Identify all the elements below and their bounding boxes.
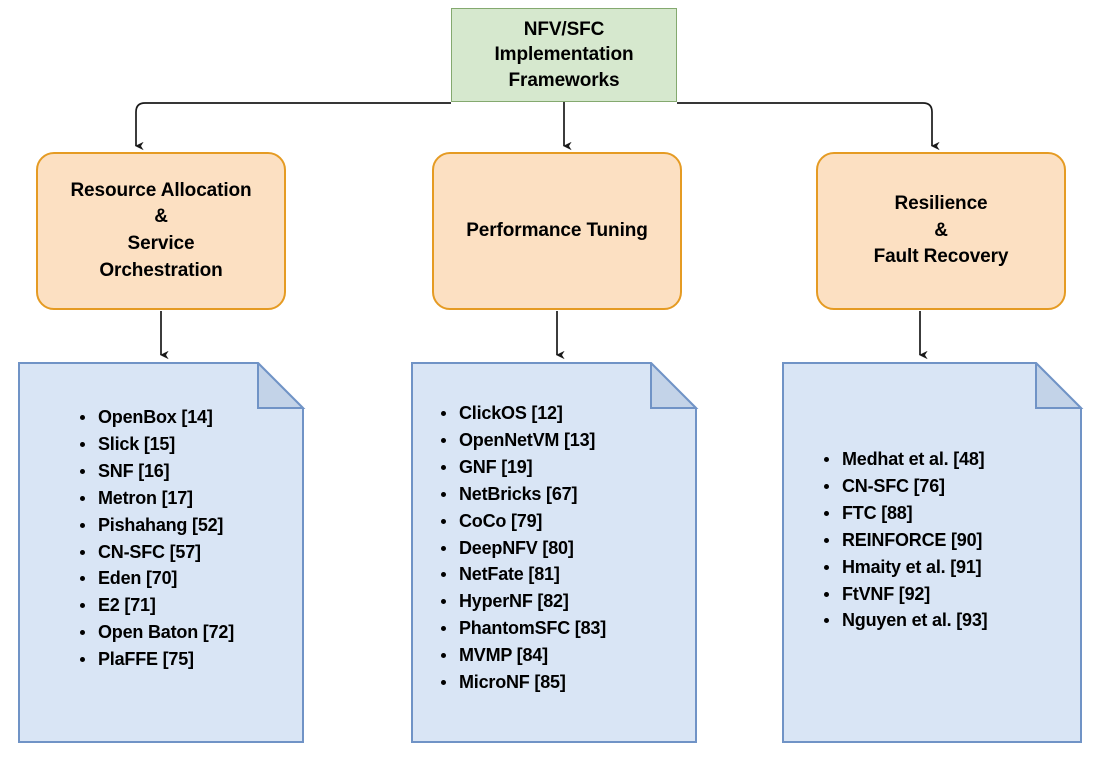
list-item: Slick [15] (78, 431, 310, 458)
category-line: Service (127, 233, 195, 254)
list-item: Eden [70] (78, 565, 310, 592)
list-item: DeepNFV [80] (439, 535, 696, 562)
list-item: ClickOS [12] (439, 400, 696, 427)
category-line: Performance Tuning (466, 219, 648, 241)
node-root[interactable]: NFV/SFC Implementation Frameworks (451, 8, 677, 102)
edge-root-to-resilience (677, 102, 940, 151)
list-item: Medhat et al. [48] (822, 446, 1072, 473)
framework-list: ClickOS [12] OpenNetVM [13] GNF [19] Net… (439, 400, 696, 696)
category-line: Resource Allocation (70, 179, 252, 201)
list-item: PlaFFE [75] (78, 646, 310, 673)
category-line: Resilience (894, 193, 988, 215)
category-line: & (934, 219, 948, 241)
list-item: NetBricks [67] (439, 481, 696, 508)
framework-list: OpenBox [14] Slick [15] SNF [16] Metron … (78, 404, 310, 673)
list-item: FTC [88] (822, 500, 1072, 527)
list-item: MicroNF [85] (439, 669, 696, 696)
list-item: Pishahang [52] (78, 512, 310, 539)
document-shape-icon (782, 362, 1084, 743)
root-line-1: NFV/SFC (523, 19, 605, 41)
list-item: GNF [19] (439, 454, 696, 481)
document-content: ClickOS [12] OpenNetVM [13] GNF [19] Net… (411, 362, 708, 743)
document-content: Medhat et al. [48] CN-SFC [76] FTC [88] … (782, 362, 1084, 743)
list-item: NetFate [81] (439, 561, 696, 588)
document-content: OpenBox [14] Slick [15] SNF [16] Metron … (18, 362, 322, 743)
list-item: HyperNF [82] (439, 588, 696, 615)
list-item: CN-SFC [57] (78, 539, 310, 566)
list-item: MVMP [84] (439, 642, 696, 669)
node-category-resilience[interactable]: Resilience & Fault Recovery (816, 152, 1066, 310)
root-line-2: Implementation (494, 44, 634, 66)
list-item: CoCo [79] (439, 508, 696, 535)
list-item: Open Baton [72] (78, 619, 310, 646)
edge-root-to-resource-allocation (134, 102, 451, 151)
list-item: REINFORCE [90] (822, 527, 1072, 554)
category-line: Orchestration (99, 259, 223, 281)
list-item: Nguyen et al. [93] (822, 607, 1072, 634)
node-document-resource-allocation[interactable]: OpenBox [14] Slick [15] SNF [16] Metron … (18, 362, 322, 743)
list-item: E2 [71] (78, 592, 310, 619)
document-shape-icon (18, 362, 306, 743)
list-item: Hmaity et al. [91] (822, 554, 1072, 581)
list-item: SNF [16] (78, 458, 310, 485)
category-line: Fault Recovery (873, 246, 1009, 268)
list-item: OpenBox [14] (78, 404, 310, 431)
list-item: Metron [17] (78, 485, 310, 512)
node-category-performance-tuning[interactable]: Performance Tuning (432, 152, 682, 310)
node-document-performance-tuning[interactable]: ClickOS [12] OpenNetVM [13] GNF [19] Net… (411, 362, 708, 743)
list-item: OpenNetVM [13] (439, 427, 696, 454)
list-item: FtVNF [92] (822, 581, 1072, 608)
category-line: & (154, 206, 168, 228)
framework-list: Medhat et al. [48] CN-SFC [76] FTC [88] … (822, 446, 1072, 634)
root-line-3: Frameworks (508, 69, 620, 91)
node-category-resource-allocation[interactable]: Resource Allocation & Service Orchestrat… (36, 152, 286, 310)
node-document-resilience[interactable]: Medhat et al. [48] CN-SFC [76] FTC [88] … (782, 362, 1084, 743)
document-shape-icon (411, 362, 699, 743)
list-item: CN-SFC [76] (822, 473, 1072, 500)
list-item: PhantomSFC [83] (439, 615, 696, 642)
